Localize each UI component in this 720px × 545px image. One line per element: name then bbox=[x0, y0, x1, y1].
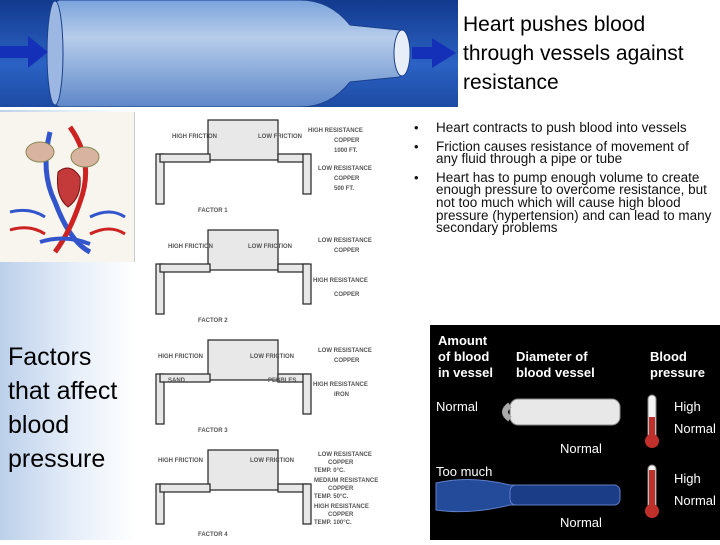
factor1-low-resistance-label: LOW RESISTANCE bbox=[318, 166, 372, 172]
factor2-label: FACTOR 2 bbox=[198, 318, 228, 324]
bullet-list: • Heart contracts to push blood into vess… bbox=[414, 120, 714, 241]
factor1-low-friction-label: LOW FRICTION bbox=[258, 134, 302, 140]
vessel-banner-image bbox=[0, 0, 458, 108]
row2-amount-label: Too much bbox=[436, 464, 492, 479]
factor4-copper-label-3: COPPER bbox=[328, 512, 354, 518]
row2-thermometer-icon bbox=[645, 464, 659, 518]
bullet-dot-icon: • bbox=[414, 120, 419, 135]
factor2-high-resistance-label: HIGH RESISTANCE bbox=[313, 278, 368, 284]
factor2-high-friction-label: HIGH FRICTION bbox=[168, 244, 213, 250]
factor1-copper-label-2: COPPER bbox=[334, 176, 360, 182]
factor3-low-resistance-label: LOW RESISTANCE bbox=[318, 348, 372, 354]
row2-high-label: High bbox=[674, 471, 701, 486]
friction-factors-illustration: HIGH FRICTION LOW FRICTION FACTOR 1 HIGH… bbox=[138, 112, 408, 540]
factor3-label: FACTOR 3 bbox=[198, 428, 228, 434]
factor3-pebbles-label: PEBBLES bbox=[268, 378, 296, 384]
friction-factors-diagram: HIGH FRICTION LOW FRICTION FACTOR 1 HIGH… bbox=[138, 112, 408, 540]
factor4-copper-label-2: COPPER bbox=[328, 486, 354, 492]
row1-vessel-icon bbox=[502, 398, 621, 426]
row1-thermometer-icon bbox=[645, 394, 659, 448]
row2-normal-label: Normal bbox=[674, 493, 716, 508]
row2-diameter-label: Normal bbox=[560, 515, 602, 530]
factor4-copper-label: COPPER bbox=[328, 460, 354, 466]
bullet-text: Heart has to pump enough volume to creat… bbox=[436, 169, 712, 236]
factor1-length-1000-label: 1000 FT. bbox=[334, 148, 358, 154]
circulation-diagram-image bbox=[0, 112, 135, 262]
arrow-right-icon-right bbox=[412, 38, 456, 68]
bullet-dot-icon: • bbox=[414, 169, 419, 185]
factor2-copper-label-2: COPPER bbox=[334, 292, 360, 298]
bullet-item: • Heart has to pump enough volume to crea… bbox=[414, 169, 714, 236]
factor4-temp-0-label: TEMP. 0°C. bbox=[314, 468, 345, 474]
factor3-high-friction-label: HIGH FRICTION bbox=[158, 354, 203, 360]
factor4-high-resistance-label: HIGH RESISTANCE bbox=[314, 504, 369, 510]
factor3-iron-label: IRON bbox=[334, 392, 349, 398]
factor4-temp-100-label: TEMP. 100°C. bbox=[314, 520, 352, 526]
row2-vessel-icon bbox=[435, 478, 621, 513]
factor2-copper-label: COPPER bbox=[334, 248, 360, 254]
factor3-high-resistance-label: HIGH RESISTANCE bbox=[313, 382, 368, 388]
factor1-high-friction-label: HIGH FRICTION bbox=[172, 134, 217, 140]
factor4-low-friction-label: LOW FRICTION bbox=[250, 458, 294, 464]
factor2-low-resistance-label: LOW RESISTANCE bbox=[318, 238, 372, 244]
factor4-high-friction-label: HIGH FRICTION bbox=[158, 458, 203, 464]
factor3-low-friction-label: LOW FRICTION bbox=[250, 354, 294, 360]
factor1-label: FACTOR 1 bbox=[198, 208, 228, 214]
bullet-text: Heart contracts to push blood into vesse… bbox=[436, 120, 687, 135]
factor3-copper-label: COPPER bbox=[334, 358, 360, 364]
circulation-illustration bbox=[0, 112, 134, 262]
bullet-item: • Friction causes resistance of movement … bbox=[414, 138, 714, 167]
slide-title: Heart pushes blood through vessels again… bbox=[463, 13, 684, 94]
factor4-medium-resistance-label: MEDIUM RESISTANCE bbox=[314, 478, 378, 484]
row1-diameter-label: Normal bbox=[560, 441, 602, 456]
factor1-length-500-label: 500 FT. bbox=[334, 186, 354, 192]
bullet-item: • Heart contracts to push blood into vess… bbox=[414, 120, 714, 135]
row1-normal-label: Normal bbox=[674, 421, 716, 436]
factor1-copper-label: COPPER bbox=[334, 138, 360, 144]
row1-amount-label: Normal bbox=[436, 399, 478, 414]
row1-high-label: High bbox=[674, 399, 701, 414]
factor4-temp-50-label: TEMP. 50°C. bbox=[314, 494, 349, 500]
factor4-low-resistance-label: LOW RESISTANCE bbox=[318, 452, 372, 458]
arrow-right-icon-left bbox=[0, 36, 48, 68]
vessel-pipe-illustration bbox=[0, 0, 456, 108]
side-label: Factors that affect blood pressure bbox=[8, 343, 118, 473]
factor2-low-friction-label: LOW FRICTION bbox=[248, 244, 292, 250]
factor3-sand-label: SAND bbox=[168, 378, 186, 384]
factor4-label: FACTOR 4 bbox=[198, 532, 228, 538]
factor1-high-resistance-label: HIGH RESISTANCE bbox=[308, 128, 363, 134]
bullet-dot-icon: • bbox=[414, 138, 419, 154]
bullet-text: Friction causes resistance of movement o… bbox=[436, 138, 689, 167]
